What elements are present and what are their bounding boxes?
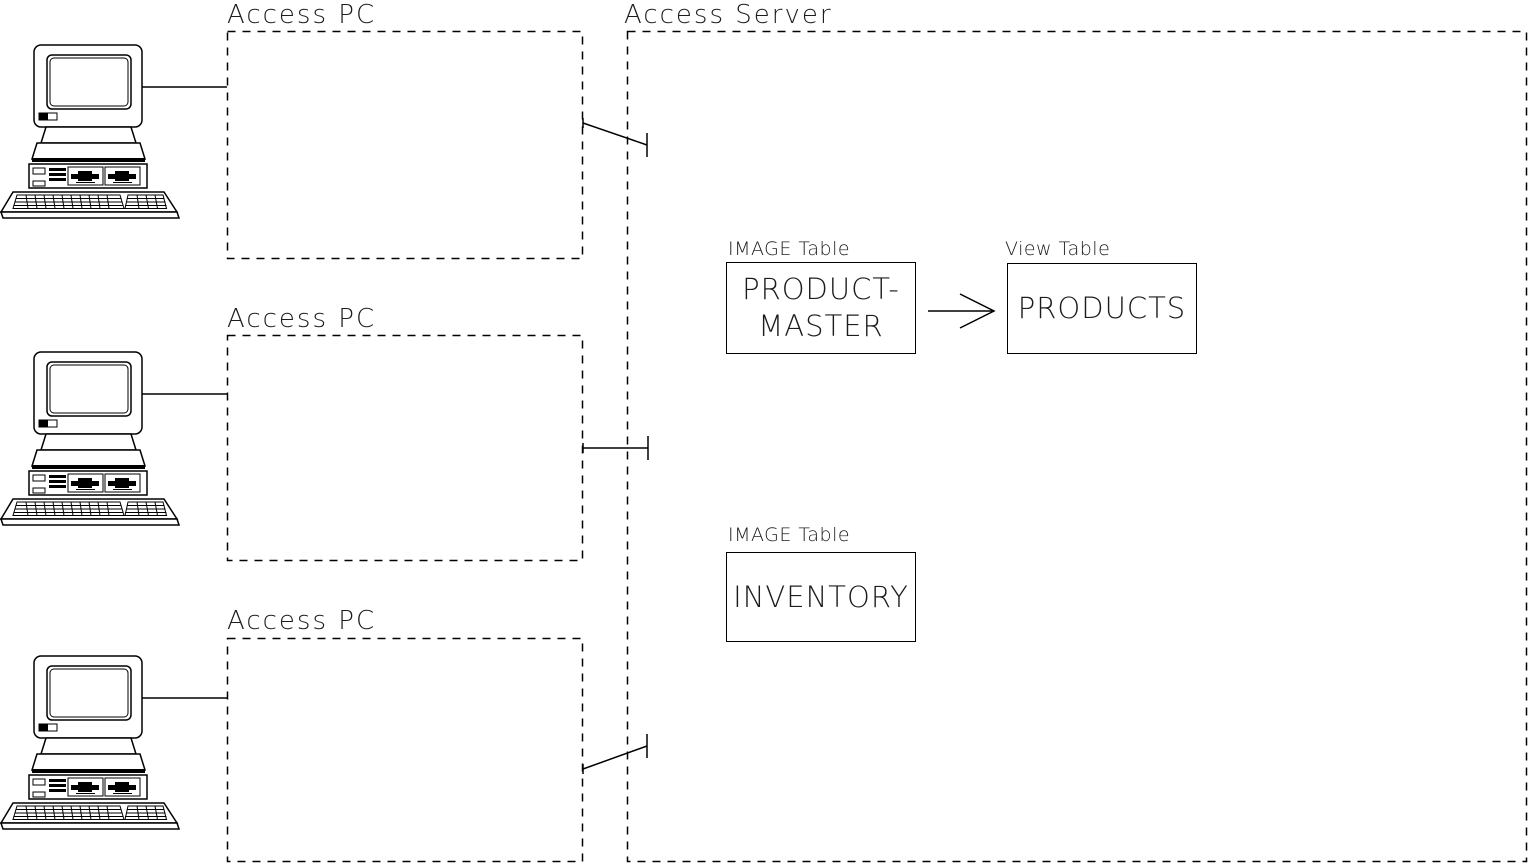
access-pc-label-2: Access PC (227, 304, 377, 334)
access-server-box (626, 30, 1528, 863)
pc-server-connector-3 (582, 734, 648, 774)
access-pc-box-1 (226, 30, 584, 260)
right-open-arrow-icon (928, 293, 996, 329)
pc-server-connector-2 (582, 436, 649, 460)
access-pc-box-2 (226, 334, 584, 562)
inventory-table-box: INVENTORY (726, 552, 916, 642)
desktop-computer-icon (0, 351, 180, 526)
access-pc-box-3 (226, 637, 584, 863)
access-pc-label-3: Access PC (227, 606, 377, 636)
image-table-caption-1: IMAGE Table (728, 238, 851, 260)
image-table-caption-2: IMAGE Table (728, 524, 851, 546)
pc-server-connector-1 (582, 118, 648, 157)
products-table-name: PRODUCTS (1017, 291, 1187, 325)
view-table-caption: View Table (1005, 238, 1111, 260)
desktop-computer-icon (0, 44, 180, 219)
products-table-box: PRODUCTS (1007, 263, 1197, 354)
product-master-table-box: PRODUCT- MASTER (726, 262, 916, 354)
desktop-computer-icon (0, 655, 180, 830)
access-pc-label-1: Access PC (227, 0, 377, 30)
inventory-table-name: INVENTORY (733, 579, 909, 614)
access-server-label: Access Server (624, 0, 833, 30)
product-master-table-name: PRODUCT- MASTER (742, 272, 900, 343)
